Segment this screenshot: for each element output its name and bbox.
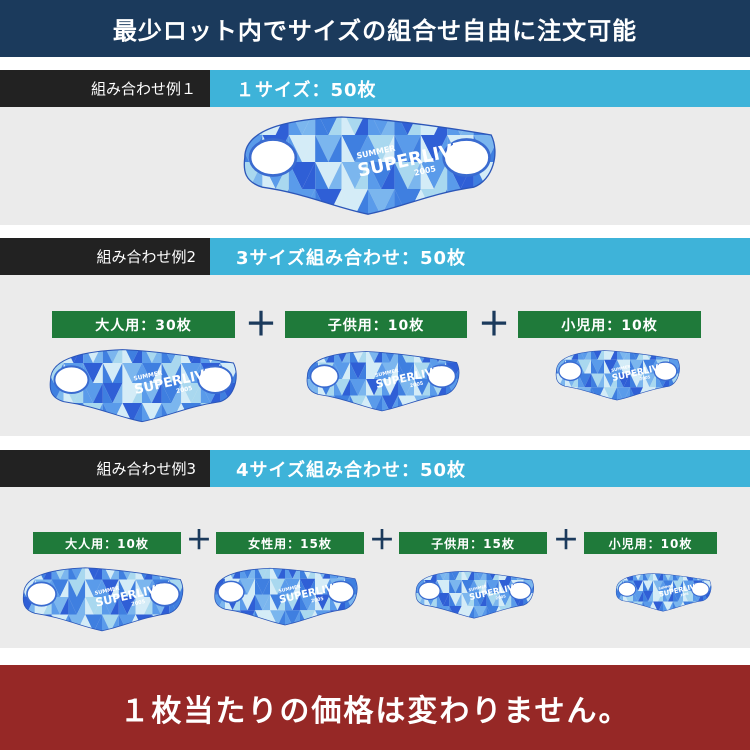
svg-text:2005: 2005 (495, 593, 506, 600)
plus-icon: ＋ (369, 526, 396, 556)
example-3-title: 4サイズ組み合わせ：50枚 (210, 450, 750, 487)
example-section-2: 組み合わせ例2 3サイズ組み合わせ：50枚 大人用：30枚 ＋ 子供用：10枚 … (0, 238, 750, 436)
example-2-label-row: 組み合わせ例2 3サイズ組み合わせ：50枚 (0, 238, 750, 275)
example-1-label-row: 組み合わせ例１ １サイズ：50枚 (0, 70, 750, 107)
badge-child: 子供用：15枚 (399, 532, 547, 554)
badge-infant: 小児用：10枚 (584, 532, 717, 554)
badge-infant: 小児用：10枚 (518, 311, 701, 338)
plus-icon: ＋ (478, 305, 511, 343)
badge-adult: 大人用：10枚 (33, 532, 181, 554)
example-3-label-row: 組み合わせ例3 4サイズ組み合わせ：50枚 (0, 450, 750, 487)
footer-text: １枚当たりの価格は変わりません。 (119, 693, 631, 729)
svg-text:SUMMER: SUMMER (375, 368, 400, 379)
example-section-3: 組み合わせ例3 4サイズ組み合わせ：50枚 大人用：10枚 ＋ 女性用：15枚 … (0, 450, 750, 648)
example-1-label: 組み合わせ例１ (0, 70, 210, 107)
svg-text:SUMMER: SUMMER (611, 364, 631, 373)
badge-women: 女性用：15枚 (216, 532, 364, 554)
svg-text:2005: 2005 (311, 596, 324, 605)
svg-text:2005: 2005 (639, 374, 651, 381)
page-footer: １枚当たりの価格は変わりません。 (0, 665, 750, 750)
plus-icon: ＋ (186, 526, 213, 556)
svg-text:SUMMER: SUMMER (658, 583, 674, 590)
svg-text:2005: 2005 (409, 380, 424, 389)
svg-text:SUMMER: SUMMER (94, 586, 120, 597)
svg-text:2005: 2005 (176, 385, 193, 395)
example-2-label: 組み合わせ例2 (0, 238, 210, 275)
header-title: 最少ロット内でサイズの組合せ自由に注文可能 (112, 17, 638, 45)
svg-text:SUMMER: SUMMER (278, 584, 302, 595)
badge-adult: 大人用：30枚 (52, 311, 235, 338)
plus-icon: ＋ (245, 305, 278, 343)
example-2-title: 3サイズ組み合わせ：50枚 (210, 238, 750, 275)
page-header: 最少ロット内でサイズの組合せ自由に注文可能 (0, 0, 750, 57)
example-3-label: 組み合わせ例3 (0, 450, 210, 487)
example-1-title: １サイズ：50枚 (210, 70, 750, 107)
badge-child: 子供用：10枚 (285, 311, 467, 338)
svg-text:2005: 2005 (131, 599, 146, 608)
svg-text:SUMMER: SUMMER (468, 583, 487, 592)
plus-icon: ＋ (553, 526, 580, 556)
svg-text:2005: 2005 (680, 592, 689, 598)
